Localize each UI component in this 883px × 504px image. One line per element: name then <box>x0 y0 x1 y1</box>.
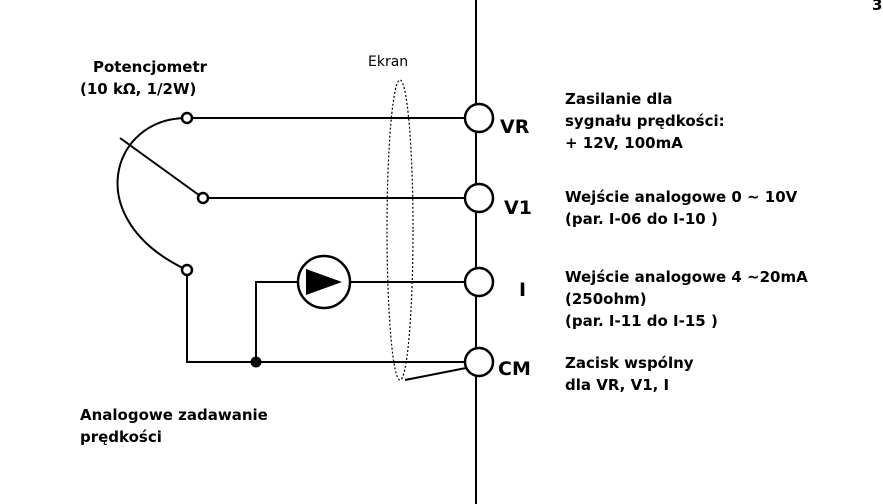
terminal-vr-desc-line: Zasilanie dla <box>565 90 673 108</box>
terminal-cm-icon <box>463 346 495 378</box>
potentiometer-spec: (10 kΩ, 1/2W) <box>80 80 196 98</box>
terminal-v1-desc-line: (par. I-06 do I-10 ) <box>565 210 718 228</box>
terminal-i-desc-line: (250ohm) <box>565 290 647 308</box>
terminal-i-icon <box>463 266 495 298</box>
terminal-v1-label: V1 <box>504 197 532 219</box>
page-corner-text: 3 <box>872 0 882 14</box>
terminal-cm-desc-line: dla VR, V1, I <box>565 376 669 394</box>
terminal-vr-icon <box>463 102 495 134</box>
shield-label: Ekran <box>368 54 408 70</box>
potentiometer-top-node <box>180 111 194 125</box>
shield-ground-wire <box>404 367 467 381</box>
terminal-vr-desc-line: sygnału prędkości: <box>565 112 725 130</box>
terminal-i-desc-line: Wejście analogowe 4 ~20mA <box>565 268 808 286</box>
potentiometer-arc <box>116 117 188 271</box>
potentiometer-title: Potencjometr <box>93 58 208 76</box>
potentiometer-bottom-node <box>180 263 194 277</box>
terminal-cm-label: CM <box>498 358 531 380</box>
terminal-v1-icon <box>463 182 495 214</box>
terminal-i-desc-line: (par. I-11 do I-15 ) <box>565 312 718 330</box>
current-source-arrow-icon <box>306 269 342 295</box>
wire-current-loop <box>255 281 465 362</box>
wire-cm <box>186 275 465 363</box>
terminal-cm-desc-line: Zacisk wspólny <box>565 354 694 372</box>
junction-dot <box>250 356 262 368</box>
terminal-v1-desc-line: Wejście analogowe 0 ~ 10V <box>565 188 798 206</box>
terminal-i-label: I <box>519 279 526 301</box>
caption-line: prędkości <box>80 428 162 446</box>
terminal-vr-desc-line: + 12V, 100mA <box>565 134 683 152</box>
potentiometer-wiper-node <box>196 191 210 205</box>
potentiometer-wiper <box>119 137 204 199</box>
shield-ellipse <box>386 79 414 381</box>
caption-line: Analogowe zadawanie <box>80 406 268 424</box>
terminal-vr-label: VR <box>500 116 530 138</box>
